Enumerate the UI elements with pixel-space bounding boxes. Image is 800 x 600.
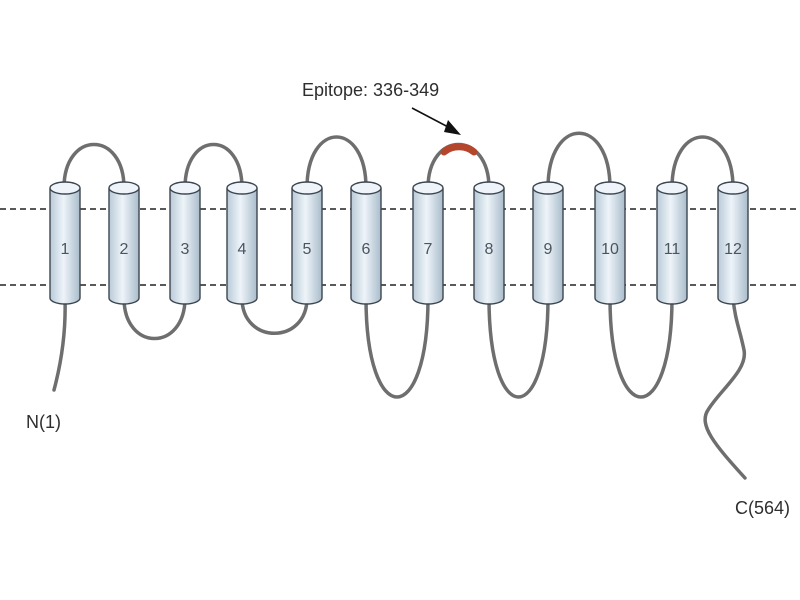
extracellular-loop-9-10 (546, 131, 612, 190)
helix-top-cap (226, 181, 258, 195)
intracellular-loop-4-5 (240, 296, 309, 335)
helix-body (717, 188, 749, 305)
helix-12: 12 (717, 181, 749, 305)
extracellular-loop-5-6 (305, 135, 368, 190)
helix-top-cap (350, 181, 382, 195)
helix-top-cap (656, 181, 688, 195)
intracellular-loop-6-7 (364, 296, 430, 399)
helix-6: 6 (350, 181, 382, 305)
helix-10: 10 (594, 181, 626, 305)
helix-number: 9 (544, 241, 553, 258)
helix-top-cap (532, 181, 564, 195)
helix-top-cap (717, 181, 749, 195)
epitope-arrow-line (411, 107, 451, 129)
helix-top-cap (412, 181, 444, 195)
helix-body (226, 188, 258, 305)
epitope-segment (440, 143, 478, 156)
helix-number: 11 (664, 241, 681, 258)
helix-2: 2 (108, 181, 140, 305)
extracellular-loop-3-4 (183, 142, 244, 190)
helix-body (108, 188, 140, 305)
helix-number: 6 (362, 241, 371, 258)
helix-9: 9 (532, 181, 564, 305)
helix-body (594, 188, 626, 305)
epitope-arrowhead (444, 120, 461, 135)
helix-body (350, 188, 382, 305)
helix-top-cap (169, 181, 201, 195)
helix-11: 11 (656, 181, 688, 305)
helix-top-cap (108, 181, 140, 195)
helix-top-cap (291, 181, 323, 195)
helix-3: 3 (169, 181, 201, 305)
helix-number: 8 (485, 241, 494, 258)
epitope-label: Epitope: 336-349 (302, 80, 439, 100)
helix-body (291, 188, 323, 305)
helix-top-cap (49, 181, 81, 195)
helix-top-cap (473, 181, 505, 195)
helix-5: 5 (291, 181, 323, 305)
helix-body (412, 188, 444, 305)
helix-number: 3 (181, 241, 190, 258)
extracellular-loop-11-12 (670, 135, 735, 190)
helix-number: 4 (238, 241, 247, 258)
intracellular-loop-8-9 (487, 296, 550, 399)
helix-top-cap (594, 181, 626, 195)
helix-4: 4 (226, 181, 258, 305)
helix-body (473, 188, 505, 305)
n-terminus-label: N(1) (26, 412, 61, 432)
loops (52, 131, 747, 480)
helix-number: 12 (724, 241, 742, 258)
helix-number: 7 (424, 241, 433, 258)
helix-1: 1 (49, 181, 81, 305)
helix-body (656, 188, 688, 305)
extracellular-loop-7-8 (426, 142, 491, 190)
helix-body (169, 188, 201, 305)
extracellular-loop-1-2 (62, 142, 126, 190)
helix-number: 5 (303, 241, 312, 258)
helix-7: 7 (412, 181, 444, 305)
n-terminal-tail (52, 296, 67, 392)
helix-body (49, 188, 81, 305)
helix-body (532, 188, 564, 305)
helix-8: 8 (473, 181, 505, 305)
helix-number: 10 (601, 241, 619, 258)
intracellular-loop-10-11 (608, 296, 674, 399)
c-terminus-label: C(564) (735, 498, 790, 518)
helix-number: 1 (61, 241, 70, 258)
helix-number: 2 (120, 241, 129, 258)
intracellular-loop-2-3 (122, 296, 187, 341)
c-terminal-tail (703, 296, 747, 480)
